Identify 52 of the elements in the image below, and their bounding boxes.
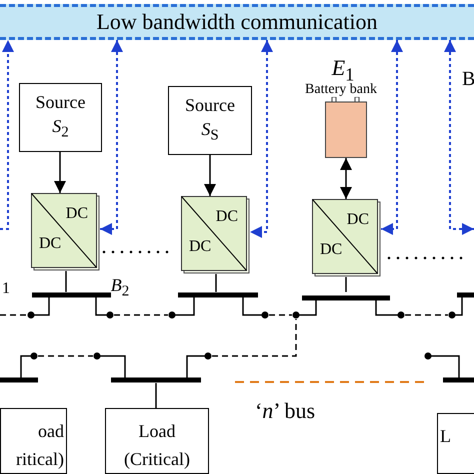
communication-bus-band bbox=[0, 4, 474, 40]
connector-line bbox=[65, 271, 67, 292]
load-label: Load (Critical) bbox=[123, 420, 191, 471]
battery-drawing bbox=[325, 97, 367, 158]
converter-label: DC bbox=[320, 241, 342, 259]
bus-bar bbox=[448, 292, 474, 319]
connector-line bbox=[114, 314, 168, 316]
partial-label: B bbox=[462, 68, 474, 91]
converter-label: DC bbox=[39, 235, 62, 253]
source-box bbox=[168, 86, 252, 155]
band-title: Low bandwidth communication bbox=[95, 9, 379, 35]
converter-label: DC bbox=[66, 205, 88, 223]
connector-line bbox=[0, 314, 27, 316]
load-box bbox=[437, 413, 474, 474]
arrow bbox=[204, 155, 216, 196]
double-arrow bbox=[100, 40, 123, 235]
connector-line bbox=[215, 274, 217, 292]
bus-bar bbox=[93, 352, 212, 383]
bus-bar bbox=[27, 292, 114, 319]
load-box bbox=[105, 408, 209, 474]
connector-line bbox=[212, 319, 297, 357]
double-arrow bbox=[340, 158, 352, 199]
double-arrow bbox=[444, 40, 474, 235]
connector-line bbox=[269, 314, 292, 316]
dc-dc-converter-block bbox=[31, 193, 100, 271]
load-label: oad ritical) bbox=[15, 420, 64, 471]
arrow bbox=[0, 40, 14, 230]
partial-label: 1 bbox=[2, 280, 10, 298]
connector-line bbox=[405, 314, 448, 316]
box-label: Source S$_{2}$ bbox=[34, 91, 86, 143]
connector-line bbox=[235, 381, 424, 383]
converter-label: DC bbox=[189, 238, 212, 256]
converter-label: DC bbox=[346, 211, 369, 229]
dc-dc-converter-block bbox=[181, 196, 250, 274]
double-arrow bbox=[250, 40, 273, 238]
component-caption: Battery bank bbox=[304, 82, 378, 98]
bus-bar bbox=[0, 352, 38, 383]
load-box bbox=[0, 408, 67, 474]
source-box bbox=[19, 83, 102, 152]
arrow bbox=[54, 152, 66, 193]
bus-bar bbox=[168, 292, 269, 319]
connector-line bbox=[155, 383, 157, 408]
connector-line bbox=[38, 355, 93, 357]
converter-label: DC bbox=[216, 208, 238, 226]
dc-dc-converter-block bbox=[312, 199, 381, 277]
load-label: L bbox=[440, 425, 452, 448]
double-arrow bbox=[381, 40, 403, 235]
connector-line bbox=[345, 277, 347, 292]
bus-bar bbox=[424, 352, 474, 383]
component-symbol: B$_{2}$ bbox=[110, 275, 130, 301]
box-label: Source S$_{S}$ bbox=[184, 94, 236, 146]
component-symbol: E$_{1}$ bbox=[332, 55, 354, 84]
